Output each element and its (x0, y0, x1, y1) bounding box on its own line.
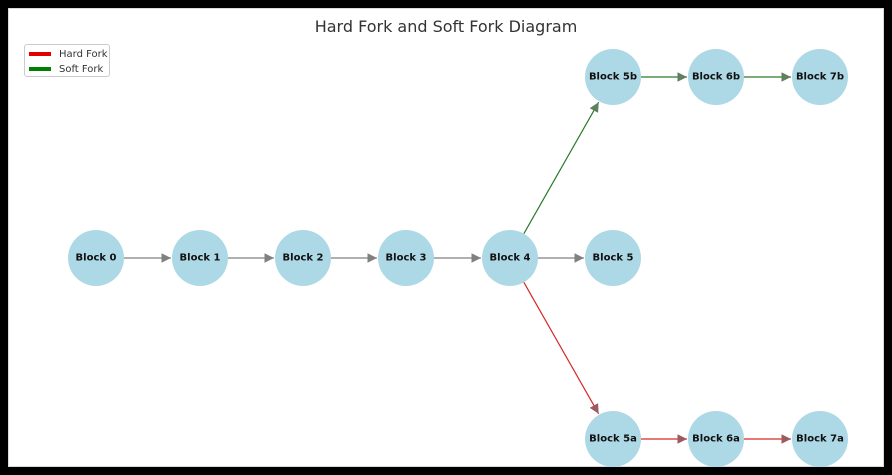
node-b3: Block 3 (378, 230, 434, 286)
node-circle (585, 411, 641, 467)
node-circle (792, 411, 848, 467)
node-b5b: Block 5b (585, 49, 641, 105)
node-label: Block 5 (593, 253, 634, 264)
node-label: Block 5b (589, 72, 637, 83)
node-label: Block 2 (283, 253, 324, 264)
node-label: Block 4 (490, 253, 531, 264)
node-circle (585, 230, 641, 286)
legend-label-soft-fork: Soft Fork (59, 63, 104, 75)
edge-b4-b5b (523, 101, 600, 234)
node-b6b: Block 6b (688, 49, 744, 105)
soft-fork-swatch (29, 67, 51, 71)
legend-label-hard-fork: Hard Fork (59, 48, 108, 60)
node-b6a: Block 6a (688, 411, 744, 467)
legend-item-hard-fork: Hard Fork (29, 47, 108, 61)
node-circle (172, 230, 228, 286)
node-b0: Block 0 (68, 230, 124, 286)
node-circle (688, 411, 744, 467)
node-b4: Block 4 (482, 230, 538, 286)
node-b2: Block 2 (275, 230, 331, 286)
node-label: Block 7a (796, 434, 844, 445)
node-circle (792, 49, 848, 105)
node-label: Block 6a (692, 434, 740, 445)
legend: Hard Fork Soft Fork (24, 44, 110, 77)
node-b1: Block 1 (172, 230, 228, 286)
node-circle (68, 230, 124, 286)
node-label: Block 0 (76, 253, 117, 264)
node-label: Block 7b (796, 72, 844, 83)
node-label: Block 1 (180, 253, 221, 264)
node-circle (275, 230, 331, 286)
node-label: Block 6b (692, 72, 740, 83)
node-b5a: Block 5a (585, 411, 641, 467)
node-b7a: Block 7a (792, 411, 848, 467)
node-label: Block 3 (386, 253, 427, 264)
node-circle (688, 49, 744, 105)
node-label: Block 5a (589, 434, 637, 445)
legend-item-soft-fork: Soft Fork (29, 62, 103, 76)
node-b5: Block 5 (585, 230, 641, 286)
node-circle (585, 49, 641, 105)
diagram-title: Hard Fork and Soft Fork Diagram (314, 17, 578, 36)
edge-b4-b5a (523, 282, 600, 415)
node-b7b: Block 7b (792, 49, 848, 105)
node-circle (378, 230, 434, 286)
hard-fork-swatch (29, 52, 51, 56)
node-circle (482, 230, 538, 286)
